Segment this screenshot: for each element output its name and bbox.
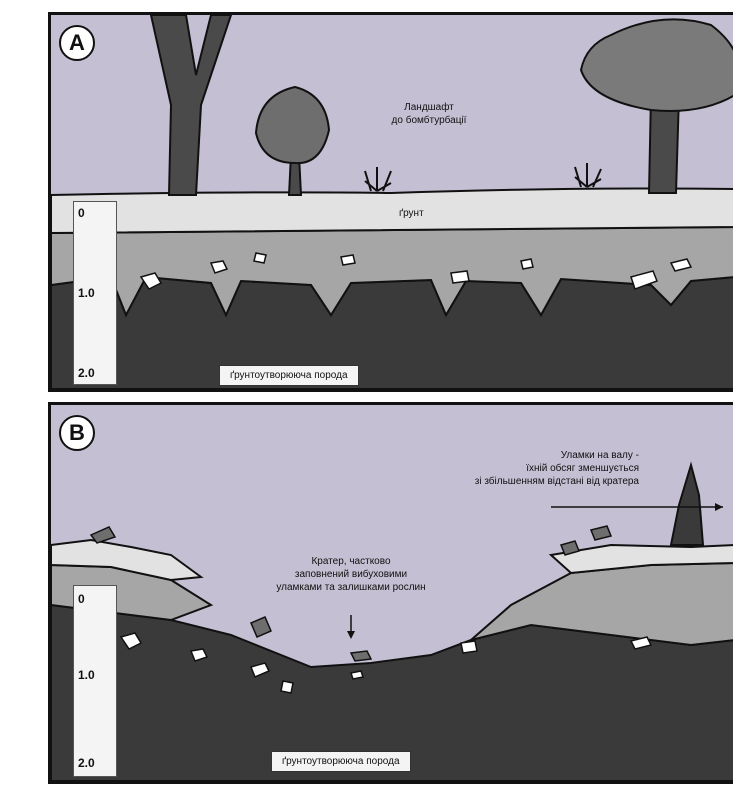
panel-b-scene <box>51 461 733 781</box>
landscape-label-line: до бомбтурбації <box>391 115 467 126</box>
ejecta-label-line: зі збільшенням відстані від кратера <box>474 476 639 487</box>
depth-scale-a: 0 1.0 2.0 <box>73 201 117 385</box>
broken-tree-stump <box>669 461 705 546</box>
scale-tick: 0 <box>78 206 85 220</box>
panel-a-before-bombturbation: A Ландшафт до бомбтурбації ґрунт 0 1.0 2… <box>48 12 733 392</box>
bedrock-layer <box>51 275 733 389</box>
subsoil-right-rim <box>470 562 733 647</box>
ejecta-label-line: їхній обсяг зменшується <box>526 463 639 474</box>
ejecta-blocks <box>89 525 613 662</box>
subsoil-layer <box>51 226 733 318</box>
panel-letter-b: B <box>59 415 95 451</box>
bedrock-label-a: ґрунтоутворююча порода <box>219 365 359 386</box>
large-tree-left <box>149 15 233 196</box>
crater-label-line: Кратер, частково <box>311 556 391 567</box>
rock-fragments <box>119 632 653 694</box>
depth-scale-b: 0 1.0 2.0 <box>73 585 117 777</box>
rock-fragments <box>139 252 693 290</box>
panel-letter-a: A <box>59 25 95 61</box>
landscape-label-line: Ландшафт <box>404 102 454 113</box>
panel-a-scene <box>51 15 733 389</box>
topsoil-right-rim <box>548 543 733 575</box>
ejecta-label-line: Уламки на валу - <box>560 450 639 461</box>
scale-tick: 2.0 <box>78 366 95 380</box>
large-tree-right-crown <box>579 18 733 112</box>
scale-tick: 2.0 <box>78 756 95 770</box>
topsoil-layer <box>51 187 733 235</box>
crater-label-line: уламками та залишками рослин <box>276 582 426 593</box>
bedrock-label-b: ґрунтоутворююча порода <box>271 751 411 772</box>
ejecta-label: Уламки на валу - їхній обсяг зменшується… <box>439 449 639 488</box>
soil-label: ґрунт <box>399 208 424 219</box>
small-tree-crown <box>254 85 331 165</box>
landscape-label: Ландшафт до бомбтурбації <box>369 101 489 127</box>
crater-label: Кратер, частково заповнений вибуховими у… <box>261 555 441 594</box>
topsoil-left-rim <box>51 538 204 582</box>
shrub <box>574 163 602 188</box>
scale-tick: 0 <box>78 592 85 606</box>
crater-label-line: заповнений вибуховими <box>294 569 408 580</box>
scale-tick: 1.0 <box>78 668 95 682</box>
shrub <box>364 167 392 192</box>
scale-tick: 1.0 <box>78 286 95 300</box>
panel-b-after-bombturbation: B Уламки на валу - їхній обсяг зменшуєть… <box>48 402 733 784</box>
